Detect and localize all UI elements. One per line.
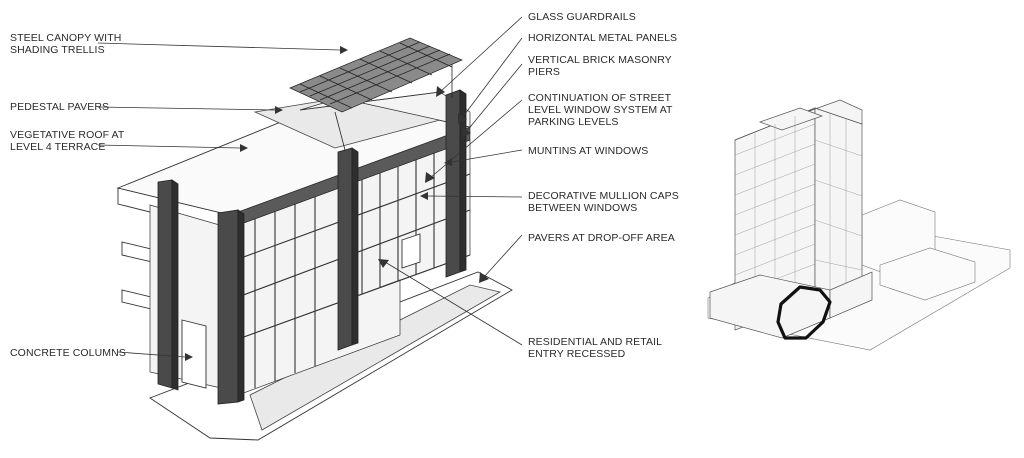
label-pavers-dropoff: PAVERS AT DROP-OFF AREA (528, 232, 675, 244)
steel-canopy (289, 37, 463, 151)
label-pedestal-pavers: PEDESTAL PAVERS (10, 101, 109, 113)
label-horizontal-metal-panels: HORIZONTAL METAL PANELS (528, 32, 677, 44)
leader-lines (97, 16, 523, 361)
callout-labels-right: GLASS GUARDRAILS HORIZONTAL METAL PANELS… (528, 11, 682, 360)
tower-side (814, 107, 863, 301)
label-continuation-window-system: CONTINUATION OF STREET LEVEL WINDOW SYST… (528, 92, 675, 128)
label-entry-recessed: RESIDENTIAL AND RETAIL ENTRY RECESSED (528, 336, 665, 360)
tower-rooftop (758, 107, 824, 131)
neighbor-building-2 (879, 247, 976, 301)
label-mullion-caps: DECORATIVE MULLION CAPS BETWEEN WINDOWS (528, 190, 682, 214)
key-plan (707, 99, 1011, 351)
highlighted-building-outline (776, 285, 832, 340)
callout-labels-left: STEEL CANOPY WITH SHADING TRELLIS PEDEST… (10, 32, 127, 359)
concrete-column (181, 319, 207, 389)
podium-side (829, 271, 873, 319)
label-concrete-columns: CONCRETE COLUMNS (10, 347, 126, 359)
axonometric-building (116, 37, 513, 441)
label-muntins: MUNTINS AT WINDOWS (528, 145, 648, 157)
concrete-column-2 (401, 233, 421, 269)
label-glass-guardrails: GLASS GUARDRAILS (528, 11, 636, 23)
label-vegetative-roof: VEGETATIVE ROOF AT LEVEL 4 TERRACE (10, 129, 127, 153)
label-vertical-brick-masonry: VERTICAL BRICK MASONRY PIERS (528, 54, 675, 78)
label-steel-canopy: STEEL CANOPY WITH SHADING TRELLIS (10, 32, 124, 56)
masonry-piers (157, 89, 467, 405)
